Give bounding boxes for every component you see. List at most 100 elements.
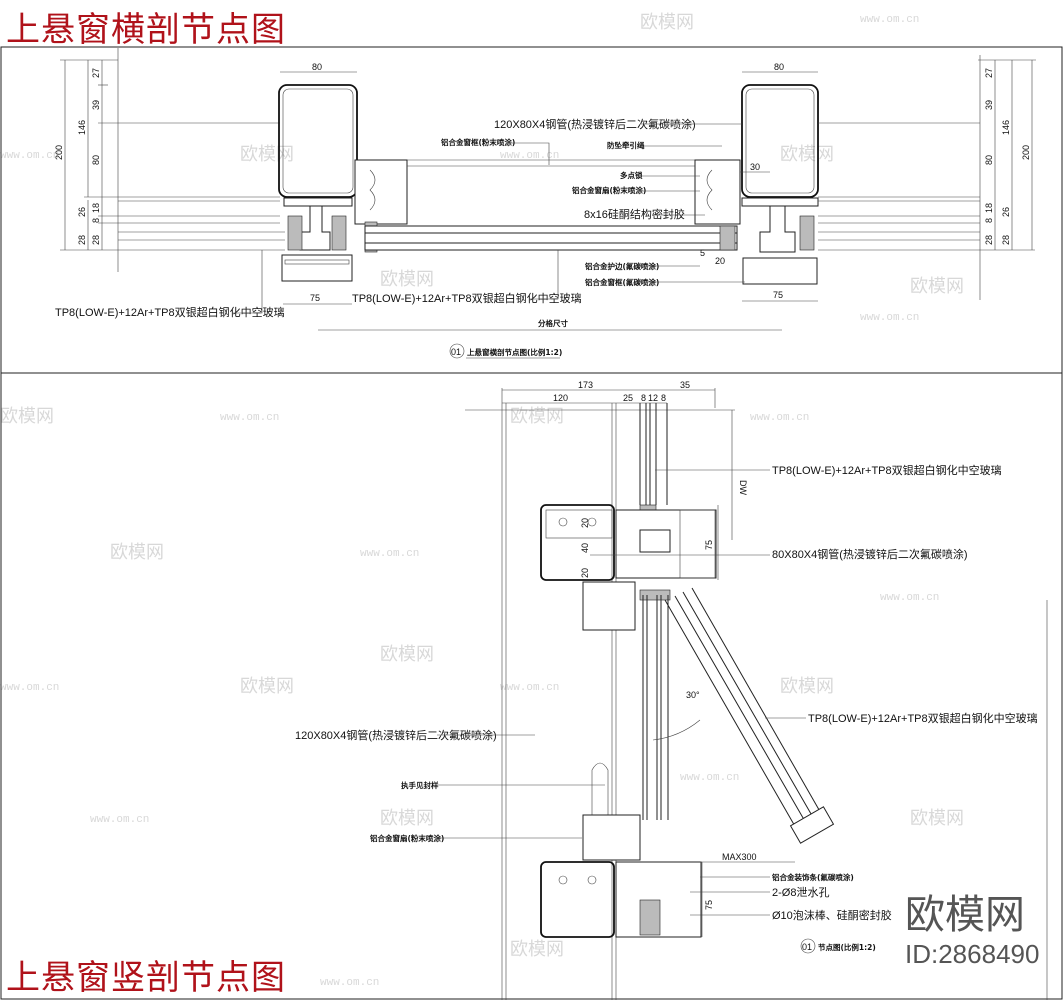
right-window-frame	[694, 159, 819, 285]
angle-label: 30°	[686, 690, 700, 700]
drawing-text: 39	[984, 100, 994, 110]
drawing-text: 120	[553, 393, 568, 403]
drawing-line	[818, 55, 1036, 300]
sash-head	[582, 581, 636, 631]
drawing-text: 欧模网	[905, 892, 1025, 938]
label-edge-guard: 铝合金护边(氟碳喷涂)	[585, 261, 659, 271]
drawing-text: MAX300	[722, 852, 757, 862]
drawing-text: 欧模网	[510, 939, 564, 960]
label-frame-powder: 铝合金窗框(粉末喷涂)	[441, 137, 515, 147]
drawing-line	[741, 197, 819, 207]
label-foam: Ø10泡沫棒、硅酮密封胶	[772, 908, 892, 922]
drawing-line	[682, 591, 819, 827]
upper-fixed-glass	[639, 403, 668, 505]
label-glass-left: TP8(LOW-E)+12Ar+TP8双银超白钢化中空玻璃	[55, 305, 285, 319]
drawing-text: www.om.cn	[220, 412, 279, 424]
drawing-text: 28	[91, 235, 101, 245]
drawing-text: 80	[91, 155, 101, 165]
upper-transom-tube	[540, 504, 615, 581]
drawing-text: 200	[54, 145, 64, 160]
drawing-text: 8	[91, 218, 101, 223]
label-grid-size: 分格尺寸	[538, 318, 568, 328]
drawing-text: 27	[91, 68, 101, 78]
drawing-text: 40	[580, 543, 590, 553]
drawing-line	[299, 205, 331, 251]
drawing-text: 28	[77, 235, 87, 245]
horizontal-section-title: 上悬窗横剖节点图	[6, 10, 286, 50]
lower-sash-frame	[582, 814, 641, 861]
label-sealant: 8x16硅酮结构密封胶	[584, 207, 685, 221]
drawing-text: 欧模网	[0, 406, 54, 427]
vertical-callouts: TP8(LOW-E)+12Ar+TP8双银超白钢化中空玻璃 80X80X4钢管(…	[295, 463, 1038, 954]
label-glass-center: TP8(LOW-E)+12Ar+TP8双银超白钢化中空玻璃	[352, 291, 582, 305]
drawing-line	[759, 205, 796, 253]
drawing-line	[369, 169, 376, 211]
drawing-text: 欧模网	[380, 644, 434, 665]
right-dimension-stack: 27 39 146 200 80 18 26 8 28 28	[818, 55, 1036, 300]
drawing-line: 200 146 27 39 80 26 18 8 28 28	[54, 68, 101, 245]
sheet-border	[0, 46, 1063, 1000]
drawing-text: 75	[773, 290, 783, 300]
drawing-text: www.om.cn	[500, 682, 559, 694]
drawing-line	[691, 587, 827, 823]
drawing-text: 80	[774, 62, 784, 72]
label-trim: 铝合金装饰条(氟碳喷涂)	[772, 872, 854, 882]
drawing-text: 欧模网	[380, 808, 434, 829]
left-dimension-stack: 200 146 27 39 80 26 18 8 28 28	[54, 48, 285, 272]
label-sash-powder: 铝合金窗扇(粉末喷涂)	[572, 185, 646, 195]
drawing-line	[510, 142, 550, 165]
drawing-line	[232, 250, 263, 314]
drawing-text: 欧模网	[910, 808, 964, 829]
drawing-line	[789, 806, 835, 844]
drawing-text: 18	[91, 203, 101, 213]
drawing-line	[639, 899, 661, 936]
drawing-line	[679, 509, 716, 579]
drawing-line	[742, 257, 818, 285]
drawing-text: 26	[77, 207, 87, 217]
drawing-text: 146	[1001, 120, 1011, 135]
label-steel-80: 80X80X4钢管(热浸镀锌后二次氟碳喷涂)	[772, 547, 968, 561]
drawing-text: www.om.cn	[750, 412, 809, 424]
watermarks: 欧模网 www.om.cn 欧模网 欧模网 www.om.cn www.om.c…	[0, 12, 964, 989]
horizontal-section: 200 146 27 39 80 26 18 8 28 28 80	[54, 48, 1036, 359]
drawing-text: 欧模网	[780, 676, 834, 697]
drawing-text: 18	[984, 203, 994, 213]
drawing-line	[282, 88, 354, 194]
open-sash-glass	[664, 587, 827, 836]
lower-glass	[642, 595, 669, 820]
drawing-text: 75	[704, 540, 714, 550]
drawing-line	[530, 250, 559, 300]
drawing-text: 80	[312, 62, 322, 72]
drawing-text: www.om.cn	[500, 150, 559, 162]
drawing-line	[706, 169, 713, 211]
drawing-line	[745, 88, 815, 194]
drawing-line	[284, 259, 350, 265]
label-sash-powder-v: 铝合金窗扇(粉末喷涂)	[370, 833, 444, 843]
label-steel-tube: 120X80X4钢管(热浸镀锌后二次氟碳喷涂)	[494, 117, 696, 131]
drawing-line	[283, 197, 353, 207]
drawing-line	[694, 159, 741, 225]
drawing-text: 26	[1001, 207, 1011, 217]
drawing-text: ID:2868490	[905, 939, 1039, 969]
drawing-text: 01	[451, 347, 461, 357]
label-fall-rope: 防坠牵引绳	[607, 140, 645, 150]
drawing-text: www.om.cn	[0, 150, 59, 162]
drawing-text: 5	[700, 248, 705, 258]
drawing-text: 欧模网	[510, 406, 564, 427]
drawing-text: 80	[984, 155, 994, 165]
horizontal-glass	[364, 159, 738, 251]
drawing-text: www.om.cn	[860, 312, 919, 324]
horizontal-caption: 上悬窗横剖节点图(比例1:2)	[467, 347, 562, 357]
drawing-text: 28	[984, 235, 994, 245]
drawing-text: 39	[91, 100, 101, 110]
drawing-line	[799, 215, 815, 251]
drawing-text: www.om.cn	[90, 814, 149, 826]
drawing-text: 欧模网	[910, 276, 964, 297]
drawing-line	[719, 225, 736, 251]
lower-transom-tube	[540, 861, 615, 938]
drawing-line	[354, 159, 408, 225]
drawing-text: www.om.cn	[880, 592, 939, 604]
drawing-text: 28	[1001, 235, 1011, 245]
drawing-text: DW	[738, 480, 748, 495]
